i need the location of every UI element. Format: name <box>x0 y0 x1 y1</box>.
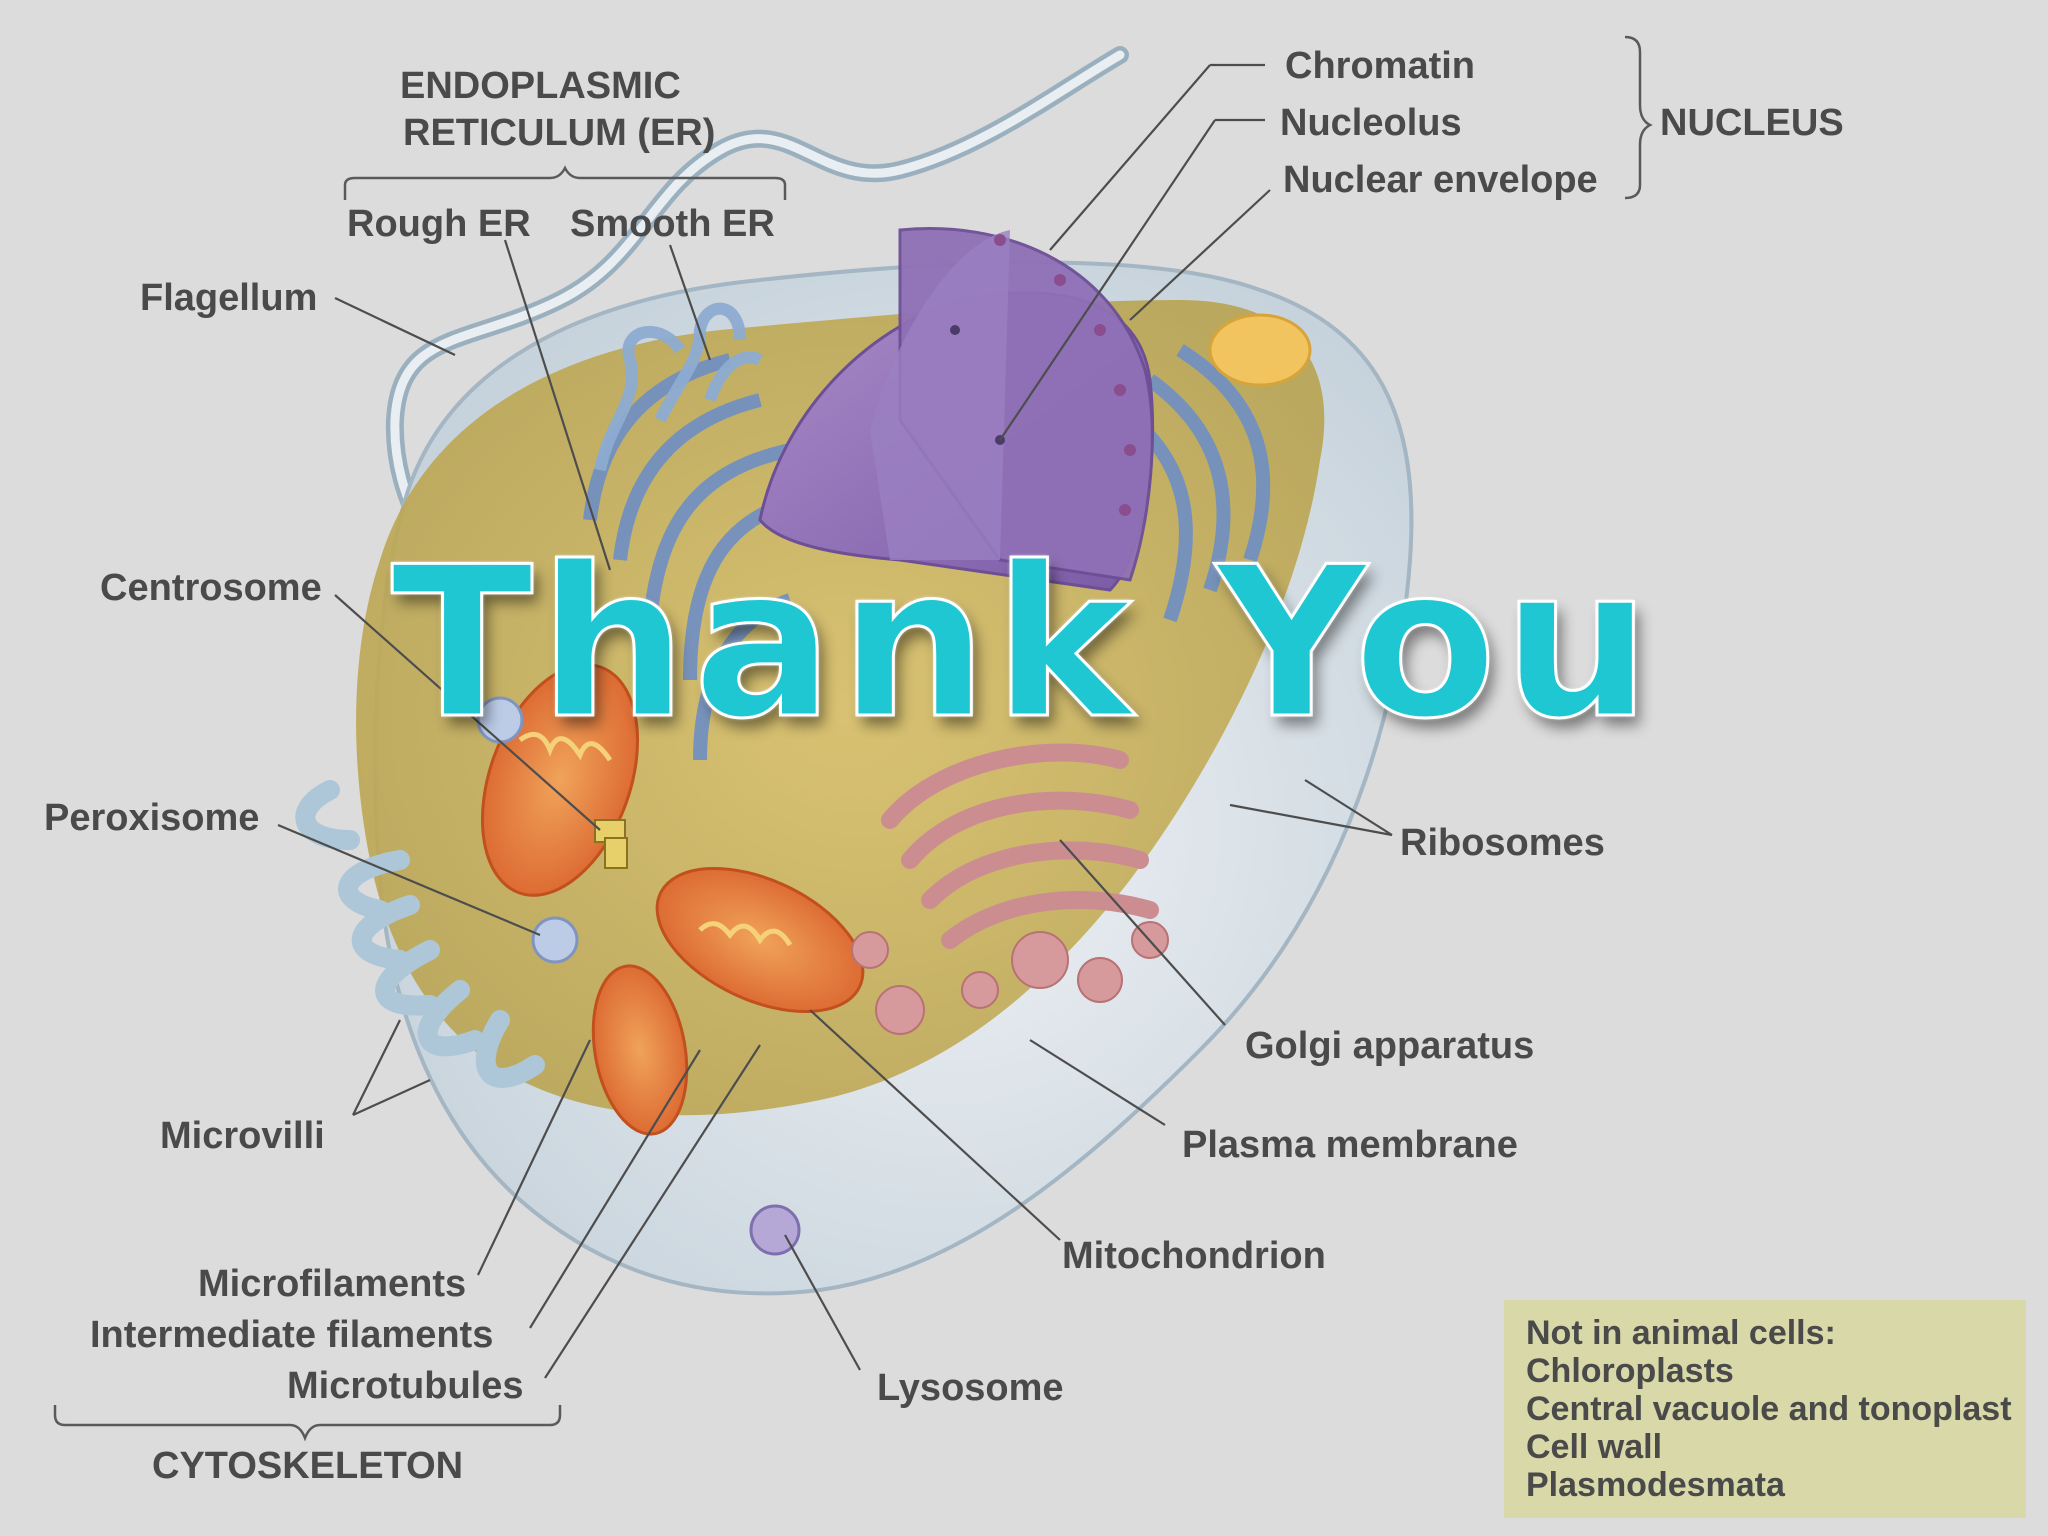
note-item: Cell wall <box>1526 1428 1663 1466</box>
centrosome-label: Centrosome <box>100 567 322 609</box>
microfilaments-label: Microfilaments <box>198 1263 466 1305</box>
intermediate-filaments-label: Intermediate filaments <box>90 1314 493 1356</box>
peroxisome-label: Peroxisome <box>44 797 259 839</box>
not-in-animal-cells-note: Not in animal cells: Chloroplasts Centra… <box>1504 1300 2026 1518</box>
centrosome-shape <box>594 819 628 869</box>
thank-you-headline: Thank You <box>390 523 1657 765</box>
nuclear-envelope-label: Nuclear envelope <box>1283 159 1598 201</box>
plasma-membrane-label: Plasma membrane <box>1182 1124 1518 1166</box>
golgi-shape <box>881 743 1159 949</box>
rough-er-label: Rough ER <box>347 203 531 245</box>
peroxisome-shape <box>531 916 579 964</box>
lysosome-shape <box>749 1204 801 1256</box>
nucleus-label: NUCLEUS <box>1660 102 1844 144</box>
er-brace <box>343 165 787 200</box>
nucleolus-label: Nucleolus <box>1280 102 1462 144</box>
note-title: Not in animal cells: <box>1526 1314 1836 1352</box>
microvilli-shape <box>295 780 545 1088</box>
rough-er-shape <box>583 344 1271 761</box>
lysosome-label: Lysosome <box>877 1367 1064 1409</box>
microtubules-label: Microtubules <box>287 1365 523 1407</box>
nucleus-brace <box>1624 35 1653 200</box>
er-title-line2: RETICULUM (ER) <box>403 112 715 154</box>
golgi-label: Golgi apparatus <box>1245 1025 1534 1067</box>
er-title-line1: ENDOPLASMIC <box>400 65 681 107</box>
chromatin-label: Chromatin <box>1285 45 1475 87</box>
cytoskeleton-label: CYTOSKELETON <box>152 1445 463 1487</box>
note-item: Chloroplasts <box>1526 1352 1734 1390</box>
flagellum-label: Flagellum <box>140 277 317 319</box>
smooth-er-label: Smooth ER <box>570 203 775 245</box>
note-item: Central vacuole and tonoplast <box>1526 1390 2012 1428</box>
note-item: Plasmodesmata <box>1526 1466 1785 1504</box>
mitochondrion-label: Mitochondrion <box>1062 1235 1326 1277</box>
cytoskeleton-brace <box>53 1405 562 1442</box>
microvilli-label: Microvilli <box>160 1115 325 1157</box>
ribosomes-label: Ribosomes <box>1400 822 1605 864</box>
